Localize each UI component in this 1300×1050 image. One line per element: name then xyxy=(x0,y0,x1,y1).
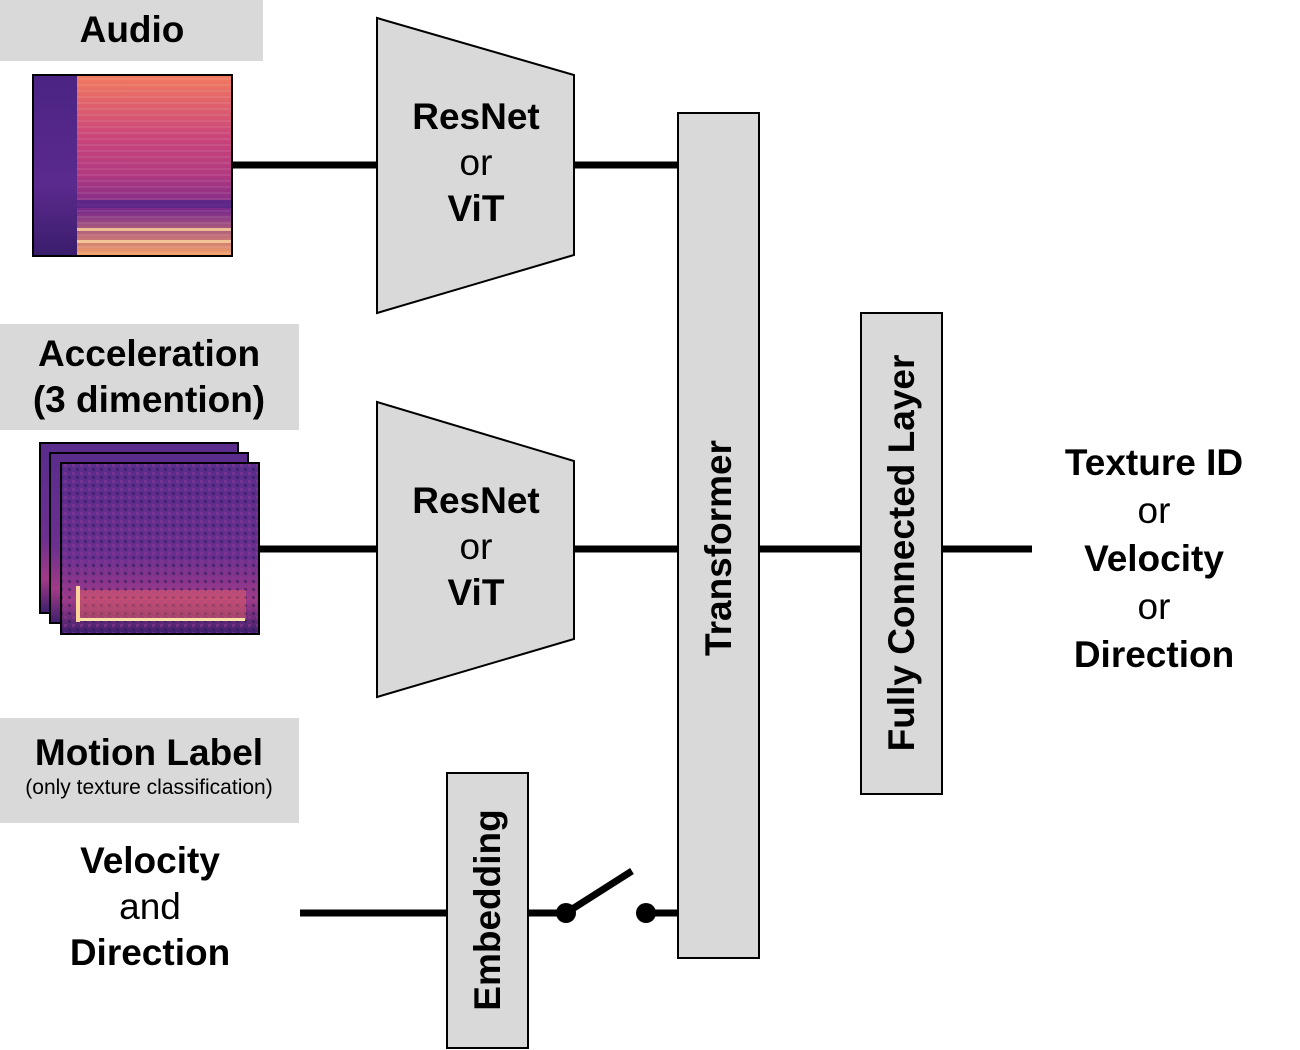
fc-layer-label: Fully Connected Layer xyxy=(881,355,922,752)
audio-encoder-line3: ViT xyxy=(448,188,505,229)
accel-spectrogram-front xyxy=(60,462,260,635)
acceleration-label-box xyxy=(0,324,299,430)
accel-encoder-line1: ResNet xyxy=(412,480,540,521)
audio-encoder-line2: or xyxy=(460,142,493,183)
output-line4: or xyxy=(1138,586,1171,627)
output-line2: or xyxy=(1138,490,1171,531)
connections xyxy=(232,161,1032,917)
audio-encoder-line1: ResNet xyxy=(412,96,540,137)
switch-right-node xyxy=(636,903,656,923)
acceleration-label-line1: Acceleration xyxy=(38,333,260,374)
switch-left-node xyxy=(556,903,576,923)
acceleration-spectrograms xyxy=(39,442,260,635)
audio-encoder-trapezoid xyxy=(376,16,575,315)
motion-value-line2: and xyxy=(119,886,181,927)
embedding-box xyxy=(446,772,529,1049)
transformer-label: Transformer xyxy=(698,440,739,656)
motion-label: Motion Label xyxy=(35,732,263,773)
accel-encoder-trapezoid xyxy=(376,400,575,699)
output-line1: Texture ID xyxy=(1065,442,1243,483)
motion-label-box xyxy=(0,718,299,823)
audio-label-box xyxy=(0,0,263,61)
transformer-box xyxy=(677,112,760,959)
motion-sublabel: (only texture classification) xyxy=(25,776,272,799)
audio-spectrogram xyxy=(32,74,233,257)
output-line3: Velocity xyxy=(1084,538,1224,579)
acceleration-label-line2: (3 dimention) xyxy=(33,379,265,420)
audio-label: Audio xyxy=(80,9,185,50)
accel-encoder-line3: ViT xyxy=(448,572,505,613)
output-line5: Direction xyxy=(1074,634,1234,675)
embedding-label: Embedding xyxy=(467,809,508,1010)
accel-encoder-line2: or xyxy=(460,526,493,567)
motion-value-line1: Velocity xyxy=(80,840,220,881)
motion-value-line3: Direction xyxy=(70,932,230,973)
switch-lever xyxy=(564,868,634,916)
fc-layer-box xyxy=(860,312,943,795)
output-labels: Texture ID or Velocity or Direction xyxy=(1065,442,1243,675)
